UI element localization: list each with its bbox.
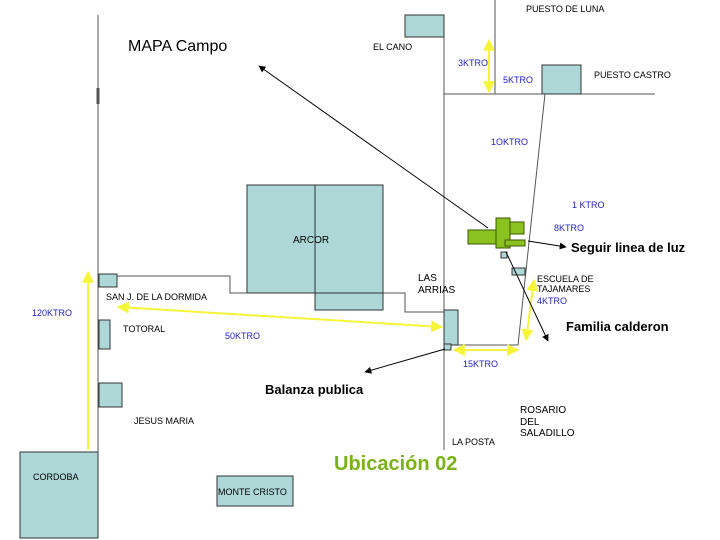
callout-seguir: Seguir linea de luz [571,240,686,255]
label-puesto-castro: PUESTO CASTRO [594,70,671,80]
label-arcor: ARCOR [293,235,330,246]
distance-1k: 1 KTRO [572,200,605,210]
distance-15k: 15KTRO [463,359,499,369]
label-la-posta: LA POSTA [452,437,495,447]
distance-markers [82,38,539,450]
arrow-mapa-campo [258,65,489,229]
field-plot [467,217,526,249]
label-escuela: ESCUELA DE TAJAMARES [537,274,594,295]
label-jesus-maria: JESUS MARIA [134,416,195,426]
label-el-cano: EL CANO [373,42,413,52]
balanza-building [443,343,452,351]
distance-4k: 4KTRO [537,296,568,306]
distance-10k: 1OKTRO [491,137,529,147]
marker-4k [521,278,539,342]
field-plot-south [504,239,526,247]
label-rosario: ROSARIO DEL SALADILLO [520,405,575,439]
jesus-maria-building [98,382,123,408]
puesto-castro-building [541,64,582,95]
label-san-j-dormida: SAN J. DE LA DORMIDA [106,292,208,302]
monte-cristo-building [216,475,294,507]
label-puesto-de-luna: PUESTO DE LUNA [526,4,605,14]
callout-balanza: Balanza publica [265,382,364,397]
label-totoral: TOTORAL [123,324,166,334]
label-monte-cristo: MONTE CRISTO [218,487,287,497]
buildings [19,14,582,539]
distance-120k: 120KTRO [32,308,73,318]
arcor-annex [314,292,384,311]
road-diagonal-south [517,93,546,346]
label-cordoba: CORDOBA [33,472,79,482]
field-plot-west [467,229,497,245]
arrow-familia [505,251,549,342]
field-plot-east [509,221,525,235]
el-cano-building [404,14,445,38]
distance-50k: 50KTRO [225,331,261,341]
escuela-building [511,267,526,276]
marker-50k [116,301,444,333]
callout-arrows [258,65,567,374]
label-las-arrias: LAS ARRIAS [418,273,456,296]
san-j-building [98,273,118,288]
cordoba-building [19,451,99,539]
callout-familia: Familia calderon [566,319,669,334]
distance-5k: 5KTRO [503,75,534,85]
map-subtitle: Ubicación 02 [334,453,458,475]
map-title: MAPA Campo [128,38,228,55]
arrow-balanza [364,348,446,374]
arrow-seguir [527,240,567,250]
distance-8k: 8KTRO [554,223,585,233]
las-arrias-building [443,309,459,346]
totoral-building [98,319,111,350]
distance-3k: 3KTRO [458,58,489,68]
